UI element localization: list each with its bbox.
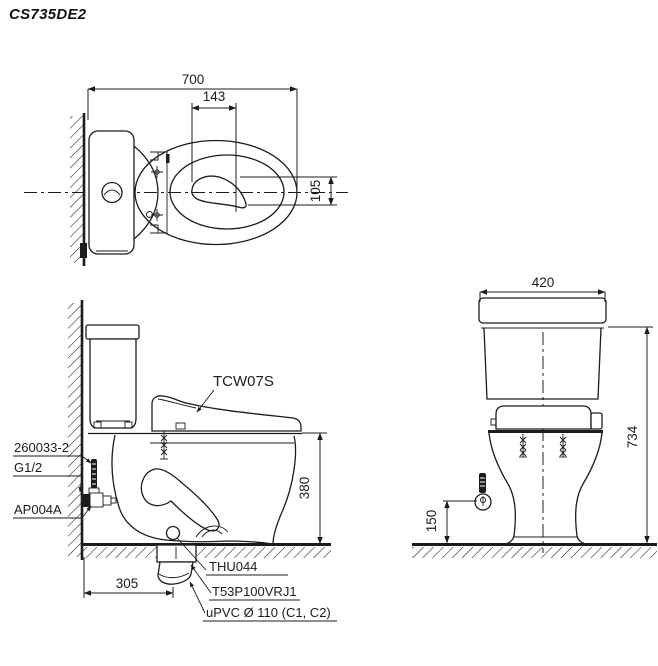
floor-hatch-right [197, 547, 331, 558]
dim-305-label: 305 [116, 576, 139, 591]
callout-thread: G1/2 [13, 460, 83, 493]
dim-420-label: 420 [532, 275, 555, 290]
front-view: 420 734 150 [412, 275, 657, 558]
callout-joint: T53P100VRJ1 [190, 564, 300, 601]
seat-ring [169, 154, 285, 230]
callout-stop-valve: AP004A [13, 502, 92, 519]
dim-700-label: 700 [182, 72, 205, 87]
dimension-734: 734 [608, 326, 653, 544]
top-view: 700 143 105 [24, 72, 348, 266]
dim-734-label: 734 [625, 425, 640, 448]
dimension-380: 380 [297, 432, 327, 545]
page-title: CS735DE2 [9, 6, 87, 23]
callout-washlet: TCW07S [196, 373, 274, 413]
dimension-150: 150 [424, 500, 477, 544]
dim-105-label: 105 [308, 180, 323, 203]
seat-lid [490, 405, 603, 430]
hinge-bolt-left [519, 434, 527, 458]
supply-assembly [83, 459, 117, 508]
tank-outline [85, 324, 140, 429]
pedestal-outline [488, 432, 603, 545]
drain-pipe [156, 544, 197, 585]
outlet-circle [165, 525, 181, 541]
floor-hatch [412, 547, 657, 558]
flush-button [101, 181, 123, 204]
dimension-105: 105 [240, 176, 337, 206]
supply-pipe-label: 260033-2 [14, 440, 69, 455]
seat-bolt [160, 430, 168, 460]
callout-supply-pipe: 260033-2 [13, 440, 92, 464]
hinge-bolt-right [559, 434, 567, 458]
flange-label: THU044 [209, 559, 257, 574]
dimension-143: 143 [191, 89, 237, 212]
dimension-420: 420 [479, 275, 606, 302]
dim-150-label: 150 [424, 510, 439, 533]
tank-outline [478, 297, 607, 400]
dim-380-label: 380 [297, 477, 312, 500]
hinge-bolt-marks [146, 166, 163, 221]
callout-flange: THU044 [176, 537, 288, 576]
trapway [140, 468, 220, 532]
supply-stub [80, 243, 87, 258]
drain-label: uPVC Ø 110 (C1, C2) [206, 605, 331, 620]
hinge-cover [133, 145, 159, 240]
side-view: 380 305 TCW07S 260033-2 G1/2 [13, 300, 337, 622]
washlet-seat [151, 395, 302, 432]
water-spot [191, 175, 247, 209]
dimension-305: 305 [83, 557, 174, 598]
floor-hatch-left [83, 547, 157, 558]
dimension-700: 700 [87, 72, 298, 188]
wall-hatch [70, 116, 83, 263]
callout-drain: uPVC Ø 110 (C1, C2) [189, 581, 337, 622]
dim-143-label: 143 [203, 89, 226, 104]
bowl-outline [88, 432, 302, 545]
joint-label: T53P100VRJ1 [212, 584, 297, 599]
tank-outline [88, 130, 135, 255]
wall-hatch [68, 303, 81, 557]
lid-outline [134, 139, 298, 246]
stop-valve-label: AP004A [14, 502, 62, 517]
stop-valve [474, 473, 492, 511]
thread-label: G1/2 [14, 460, 42, 475]
hinge-clip [166, 154, 170, 163]
washlet-label: TCW07S [213, 373, 274, 390]
